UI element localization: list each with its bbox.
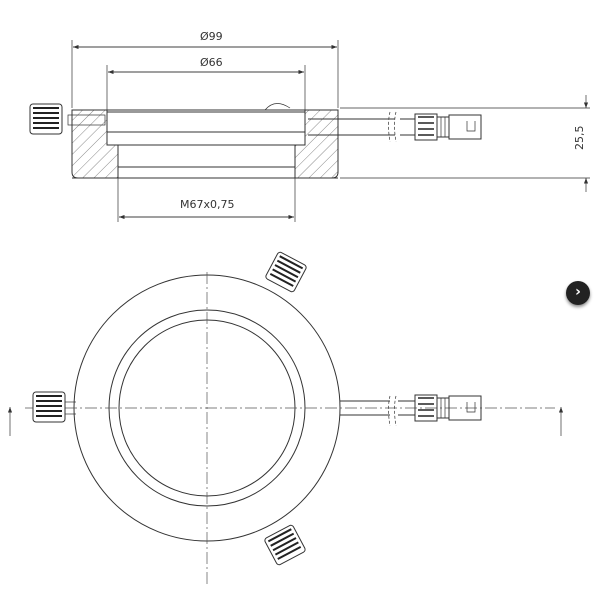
cable-connector-icon — [414, 113, 482, 141]
dimension-height: 25,5 — [573, 126, 586, 151]
thumbscrew-knob-left-icon — [32, 391, 66, 423]
top-view — [7, 250, 564, 585]
next-image-button[interactable]: › — [566, 281, 590, 305]
dimension-thread: M67x0,75 — [180, 198, 235, 211]
dimension-outer-diameter: Ø99 — [200, 30, 223, 43]
thumbscrew-knob-icon — [29, 103, 63, 135]
thumbscrew-knob-bottom-icon — [262, 523, 308, 567]
thumbscrew-knob-top-icon — [263, 250, 309, 294]
side-section-view: Ø99 Ø66 25,5 M67x0,75 — [29, 30, 590, 222]
dimension-inner-diameter: Ø66 — [200, 56, 223, 69]
chevron-right-icon: › — [575, 284, 581, 300]
